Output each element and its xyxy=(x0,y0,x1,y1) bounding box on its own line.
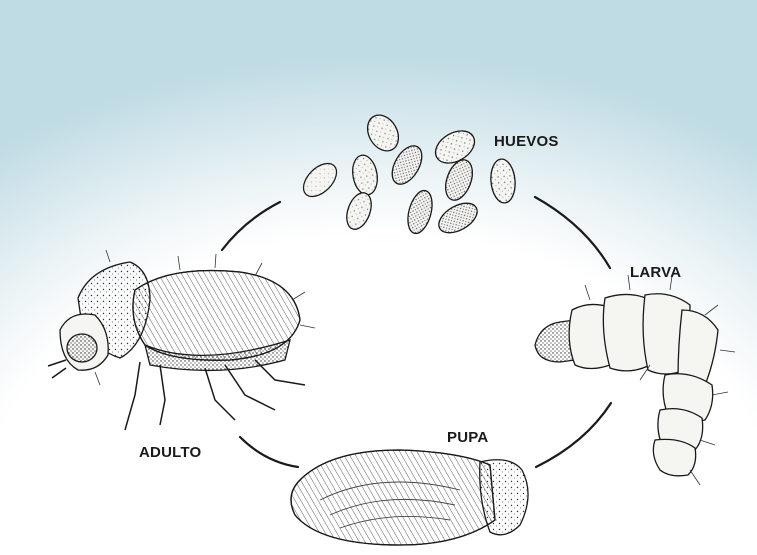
label-larva: LARVA xyxy=(630,264,681,281)
label-eggs: HUEVOS xyxy=(494,133,559,150)
label-pupa: PUPA xyxy=(447,429,488,446)
label-adult: ADULTO xyxy=(139,444,201,461)
pupa-illustration xyxy=(291,450,528,545)
